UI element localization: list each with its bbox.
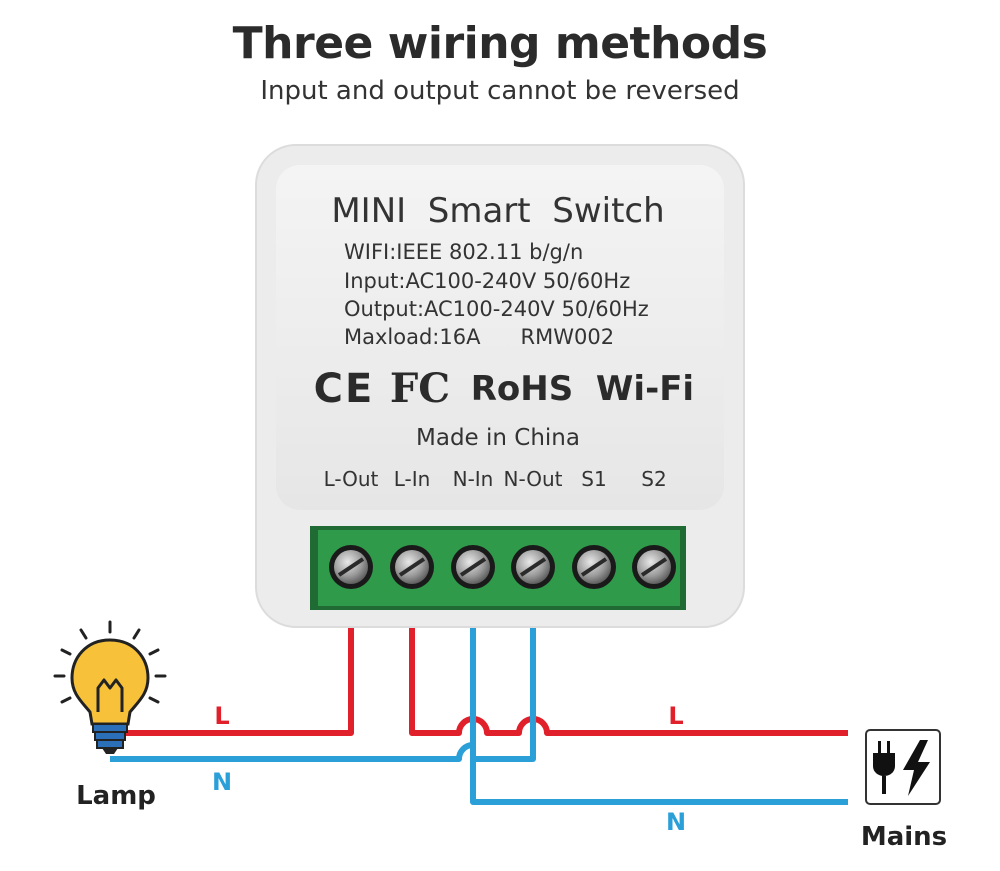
neutral-wire-lamp (110, 742, 474, 762)
live-wire-from-mains (409, 628, 848, 736)
terminal-label-s2: S2 (641, 467, 666, 491)
ce-mark: CE (314, 366, 375, 412)
terminal-screw-n-in (451, 545, 495, 589)
terminal-label-l-out: L-Out (324, 467, 379, 491)
neutral-label-left: N (212, 768, 232, 796)
neutral-wire-n-in (470, 628, 848, 805)
spec-line-wifi: WIFI:IEEE 802.11 b/g/n (344, 240, 583, 264)
terminal-screw-s2 (632, 545, 676, 589)
wifi-mark: Wi-Fi (596, 369, 694, 409)
page-title: Three wiring methods (232, 18, 768, 69)
fcc-mark: FC (390, 365, 450, 412)
neutral-label-right: N (666, 808, 686, 836)
lamp-icon (53, 620, 167, 754)
terminal-labels: L-Out L-In N-In N-Out S1 S2 (324, 467, 667, 491)
mains-label: Mains (861, 822, 947, 852)
terminal-block (310, 526, 686, 610)
spec-line-output: Output:AC100-240V 50/60Hz (344, 297, 649, 321)
terminal-label-s1: S1 (581, 467, 606, 491)
page-subtitle: Input and output cannot be reversed (260, 76, 740, 106)
terminal-label-n-out: N-Out (504, 467, 563, 491)
terminal-screw-s1 (572, 545, 616, 589)
wires (110, 628, 848, 805)
made-in-label: Made in China (416, 425, 580, 451)
terminal-screw-n-out (511, 545, 555, 589)
smart-switch-device: MINI Smart Switch WIFI:IEEE 802.11 b/g/n… (255, 144, 745, 628)
neutral-wire-n-out (473, 628, 536, 762)
terminal-label-n-in: N-In (453, 467, 494, 491)
lamp-label: Lamp (76, 781, 156, 811)
live-wire-to-lamp (118, 628, 354, 736)
mains-plug-icon (865, 729, 941, 805)
live-label-left: L (214, 702, 229, 730)
terminal-label-l-in: L-In (394, 467, 431, 491)
spec-line-input: Input:AC100-240V 50/60Hz (344, 269, 630, 293)
rohs-mark: RoHS (471, 369, 573, 409)
terminal-screw-l-out (329, 545, 373, 589)
terminal-screw-l-in (390, 545, 434, 589)
spec-line-maxload: Maxload:16A RMW002 (344, 325, 614, 349)
live-label-right: L (668, 702, 683, 730)
device-name: MINI Smart Switch (331, 191, 664, 231)
